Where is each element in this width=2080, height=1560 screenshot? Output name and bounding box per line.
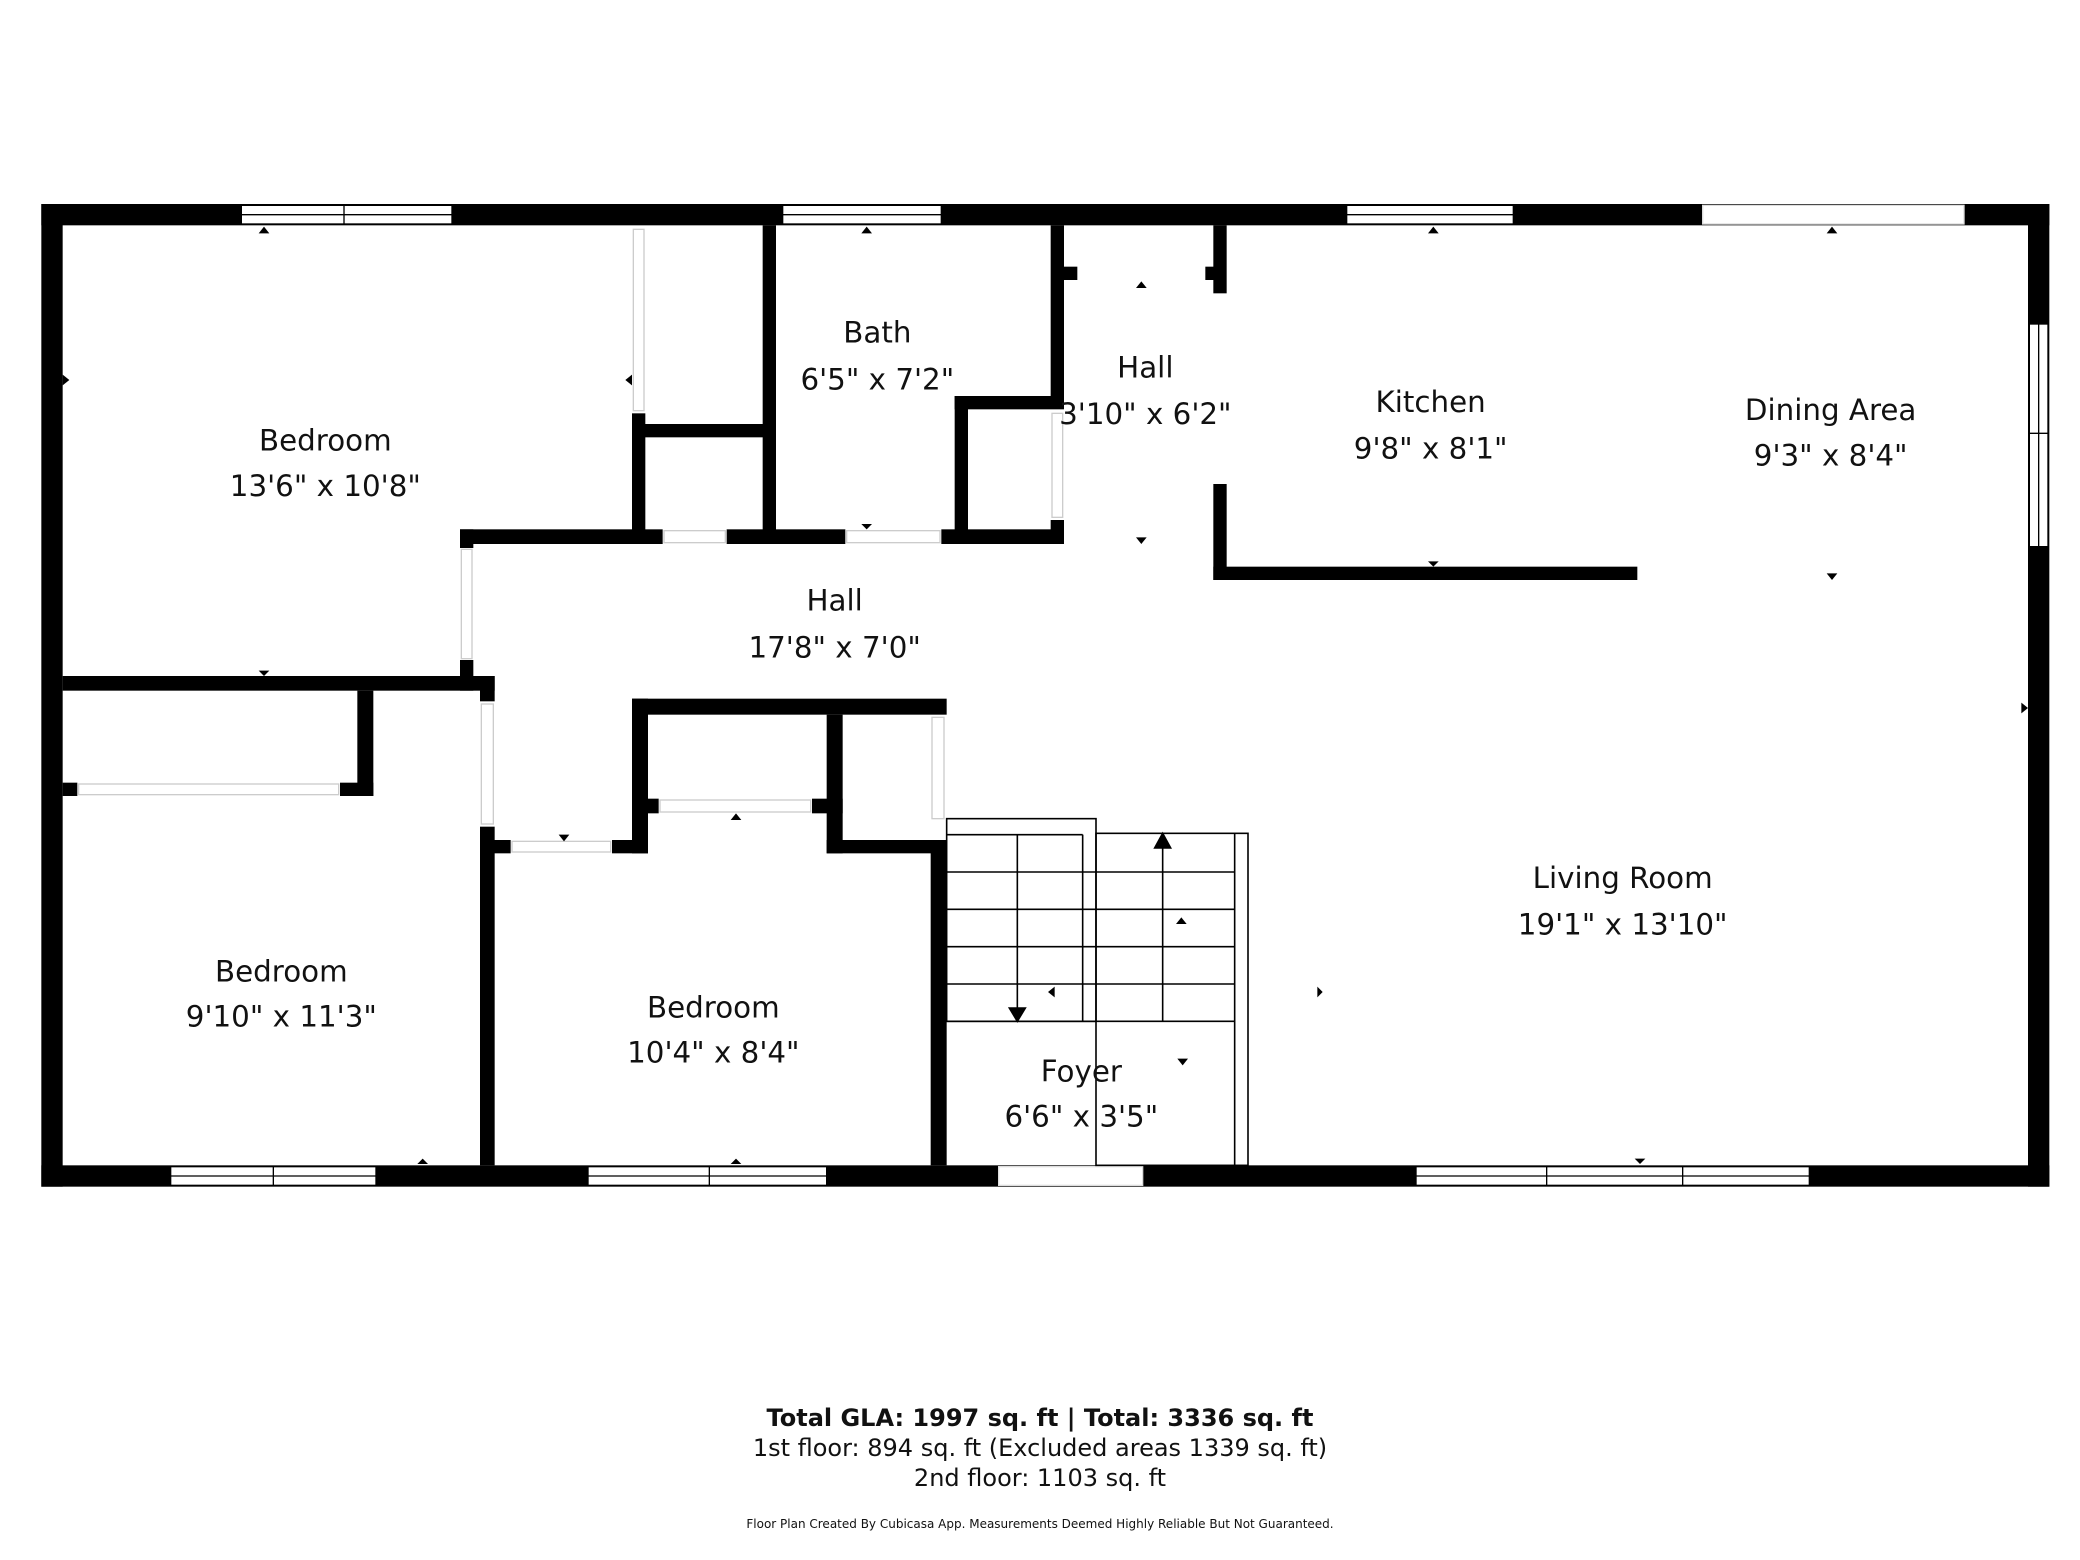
room-dimensions: 9'10" x 11'3" [186, 1000, 377, 1034]
room-name: Kitchen [1376, 385, 1486, 419]
room-name: Bedroom [259, 424, 392, 458]
room-dimensions: 19'1" x 13'10" [1518, 908, 1728, 942]
room-dimensions: 6'6" x 3'5" [1004, 1100, 1158, 1134]
measure-markers [62, 226, 2028, 1164]
room-dimensions: 3'10" x 6'2" [1059, 397, 1231, 431]
room-dimensions: 6'5" x 7'2" [800, 362, 954, 396]
interior-walls [62, 225, 1638, 1166]
room-name: Hall [1117, 350, 1173, 384]
room-name: Bedroom [647, 990, 780, 1024]
room-name: Dining Area [1745, 393, 1917, 427]
room-name: Bath [843, 316, 911, 350]
room-name: Bedroom [215, 954, 348, 988]
stairs [945, 817, 1249, 1167]
room-name: Living Room [1533, 861, 1713, 895]
room-name: Hall [807, 584, 863, 618]
room-labels: Bedroom 13'6" x 10'8" Bath 6'5" x 7'2" H… [186, 316, 1917, 1134]
second-floor-area: 2nd floor: 1103 sq. ft [913, 1464, 1167, 1492]
room-dimensions: 9'8" x 8'1" [1354, 432, 1508, 466]
room-dimensions: 9'3" x 8'4" [1754, 438, 1908, 472]
disclaimer: Floor Plan Created By Cubicasa App. Meas… [746, 1517, 1334, 1531]
room-dimensions: 17'8" x 7'0" [748, 630, 920, 664]
room-name: Foyer [1041, 1054, 1123, 1088]
first-floor-area: 1st floor: 894 sq. ft (Excluded areas 13… [752, 1434, 1328, 1462]
doorways [78, 228, 1064, 853]
total-area: Total GLA: 1997 sq. ft | Total: 3336 sq.… [766, 1404, 1314, 1432]
exterior-walls [41, 204, 2050, 1187]
room-dimensions: 10'4" x 8'4" [627, 1036, 799, 1070]
windows [170, 204, 2049, 1186]
room-dimensions: 13'6" x 10'8" [230, 469, 421, 503]
